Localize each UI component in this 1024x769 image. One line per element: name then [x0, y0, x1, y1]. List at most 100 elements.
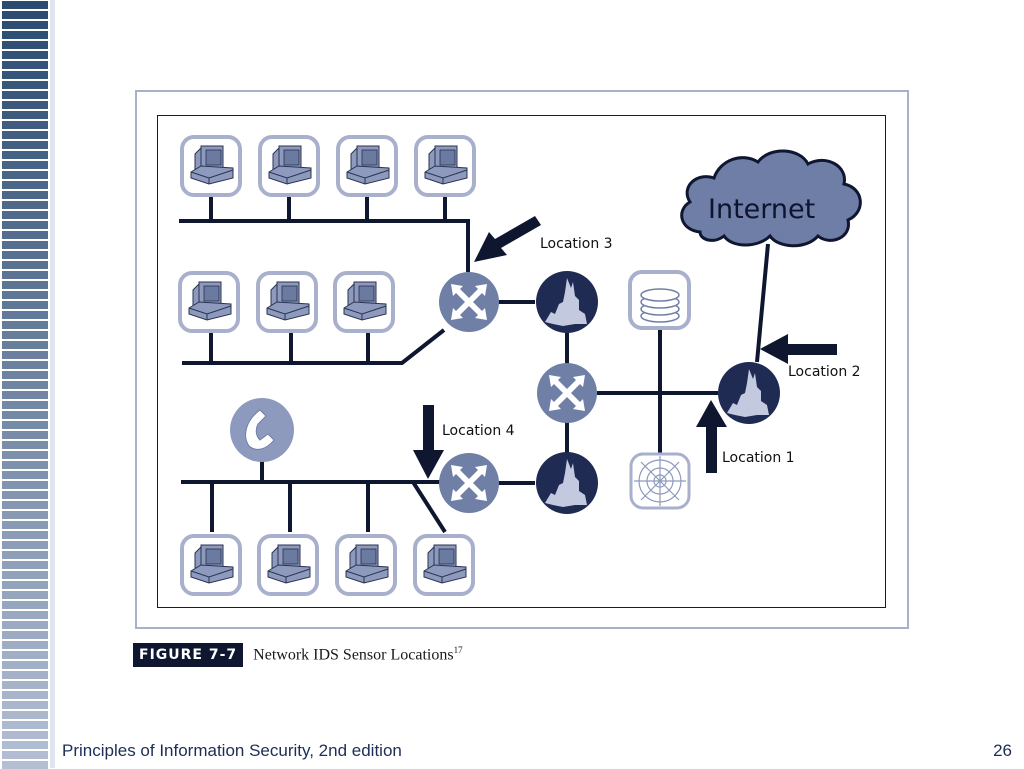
- stripe: [2, 341, 48, 349]
- stripe: [2, 171, 48, 179]
- slide-page-number: 26: [993, 741, 1012, 760]
- internet-cloud-icon: Internet: [680, 149, 862, 248]
- stripe: [2, 101, 48, 109]
- stripe: [2, 121, 48, 129]
- stripe: [2, 391, 48, 399]
- stripe: [2, 641, 48, 649]
- internet-label: Internet: [708, 194, 815, 225]
- figure-title: Network IDS Sensor Locations17: [253, 645, 462, 664]
- stripe: [2, 281, 48, 289]
- workstation-icon: [413, 534, 475, 596]
- stripe: [2, 471, 48, 479]
- stripe: [2, 31, 48, 39]
- stripe: [2, 741, 48, 749]
- firewall-icon: [536, 271, 598, 333]
- figure-inner-frame: [157, 115, 886, 608]
- stripe: [2, 381, 48, 389]
- stripe: [2, 561, 48, 569]
- arrow-icon: [474, 216, 541, 262]
- firewall-icon: [536, 452, 598, 514]
- stripe: [2, 371, 48, 379]
- location-2-label: Location 2: [788, 364, 861, 380]
- stripe: [2, 351, 48, 359]
- stripe: [2, 531, 48, 539]
- stripe: [2, 571, 48, 579]
- stripe: [2, 651, 48, 659]
- stripe: [2, 81, 48, 89]
- stripe: [2, 671, 48, 679]
- stripe: [2, 141, 48, 149]
- stripe: [2, 491, 48, 499]
- workstation-icon: [333, 271, 395, 333]
- figure-title-text: Network IDS Sensor Locations: [253, 646, 454, 664]
- router-icon: [537, 363, 597, 423]
- stripe: [2, 401, 48, 409]
- stripe: [2, 291, 48, 299]
- location-4-label: Location 4: [442, 423, 515, 439]
- slide-footer-title: Principles of Information Security, 2nd …: [62, 741, 402, 760]
- workstation-icon: [256, 271, 318, 333]
- stripe: [2, 231, 48, 239]
- stripe: [2, 271, 48, 279]
- stripe: [2, 661, 48, 669]
- telephone-icon: [230, 398, 294, 462]
- stripe: [2, 181, 48, 189]
- stripe: [2, 51, 48, 59]
- footnote-marker: 17: [453, 645, 463, 656]
- sensor-arrows: [413, 216, 837, 479]
- stripe: [2, 681, 48, 689]
- stripe: [2, 111, 48, 119]
- stripe: [2, 451, 48, 459]
- location-3-label: Location 3: [540, 236, 613, 252]
- stripe: [2, 421, 48, 429]
- stripe: [2, 551, 48, 559]
- stripe: [2, 411, 48, 419]
- stripe: [2, 311, 48, 319]
- decorative-stripe-bar: [0, 0, 50, 769]
- stripe: [2, 191, 48, 199]
- stripe: [2, 701, 48, 709]
- stripe: [2, 441, 48, 449]
- stripe: [2, 161, 48, 169]
- workstations-bottom: [180, 534, 475, 596]
- stripe: [2, 501, 48, 509]
- stripe: [2, 761, 48, 769]
- stripe: [2, 711, 48, 719]
- workstation-icon: [258, 135, 320, 197]
- workstation-icon: [414, 135, 476, 197]
- stripe: [2, 211, 48, 219]
- workstation-icon: [257, 534, 319, 596]
- firewall-icon: [718, 362, 780, 424]
- stripe: [2, 131, 48, 139]
- workstation-icon: [336, 135, 398, 197]
- stripe: [2, 261, 48, 269]
- stripe: [2, 591, 48, 599]
- figure-caption: FIGURE 7-7 Network IDS Sensor Locations1…: [133, 643, 463, 667]
- stripe: [2, 461, 48, 469]
- stripe: [2, 331, 48, 339]
- stripe: [2, 431, 48, 439]
- stripe: [2, 361, 48, 369]
- stripe: [2, 71, 48, 79]
- stripe: [2, 201, 48, 209]
- stripe: [2, 1, 48, 9]
- stripe: [2, 541, 48, 549]
- stripe: [2, 21, 48, 29]
- network-links: [179, 195, 770, 534]
- workstations-top: [180, 135, 476, 197]
- arrow-icon: [413, 405, 444, 479]
- stripe: [2, 11, 48, 19]
- stripe: [2, 241, 48, 249]
- stripe: [2, 581, 48, 589]
- router-icon: [439, 272, 499, 332]
- workstation-icon: [335, 534, 397, 596]
- database-server-icon: [628, 270, 691, 330]
- stripe: [2, 601, 48, 609]
- location-1-label: Location 1: [722, 450, 795, 466]
- stripe: [2, 521, 48, 529]
- router-icon: [439, 453, 499, 513]
- stripe: [2, 251, 48, 259]
- workstation-icon: [180, 534, 242, 596]
- stripe: [2, 151, 48, 159]
